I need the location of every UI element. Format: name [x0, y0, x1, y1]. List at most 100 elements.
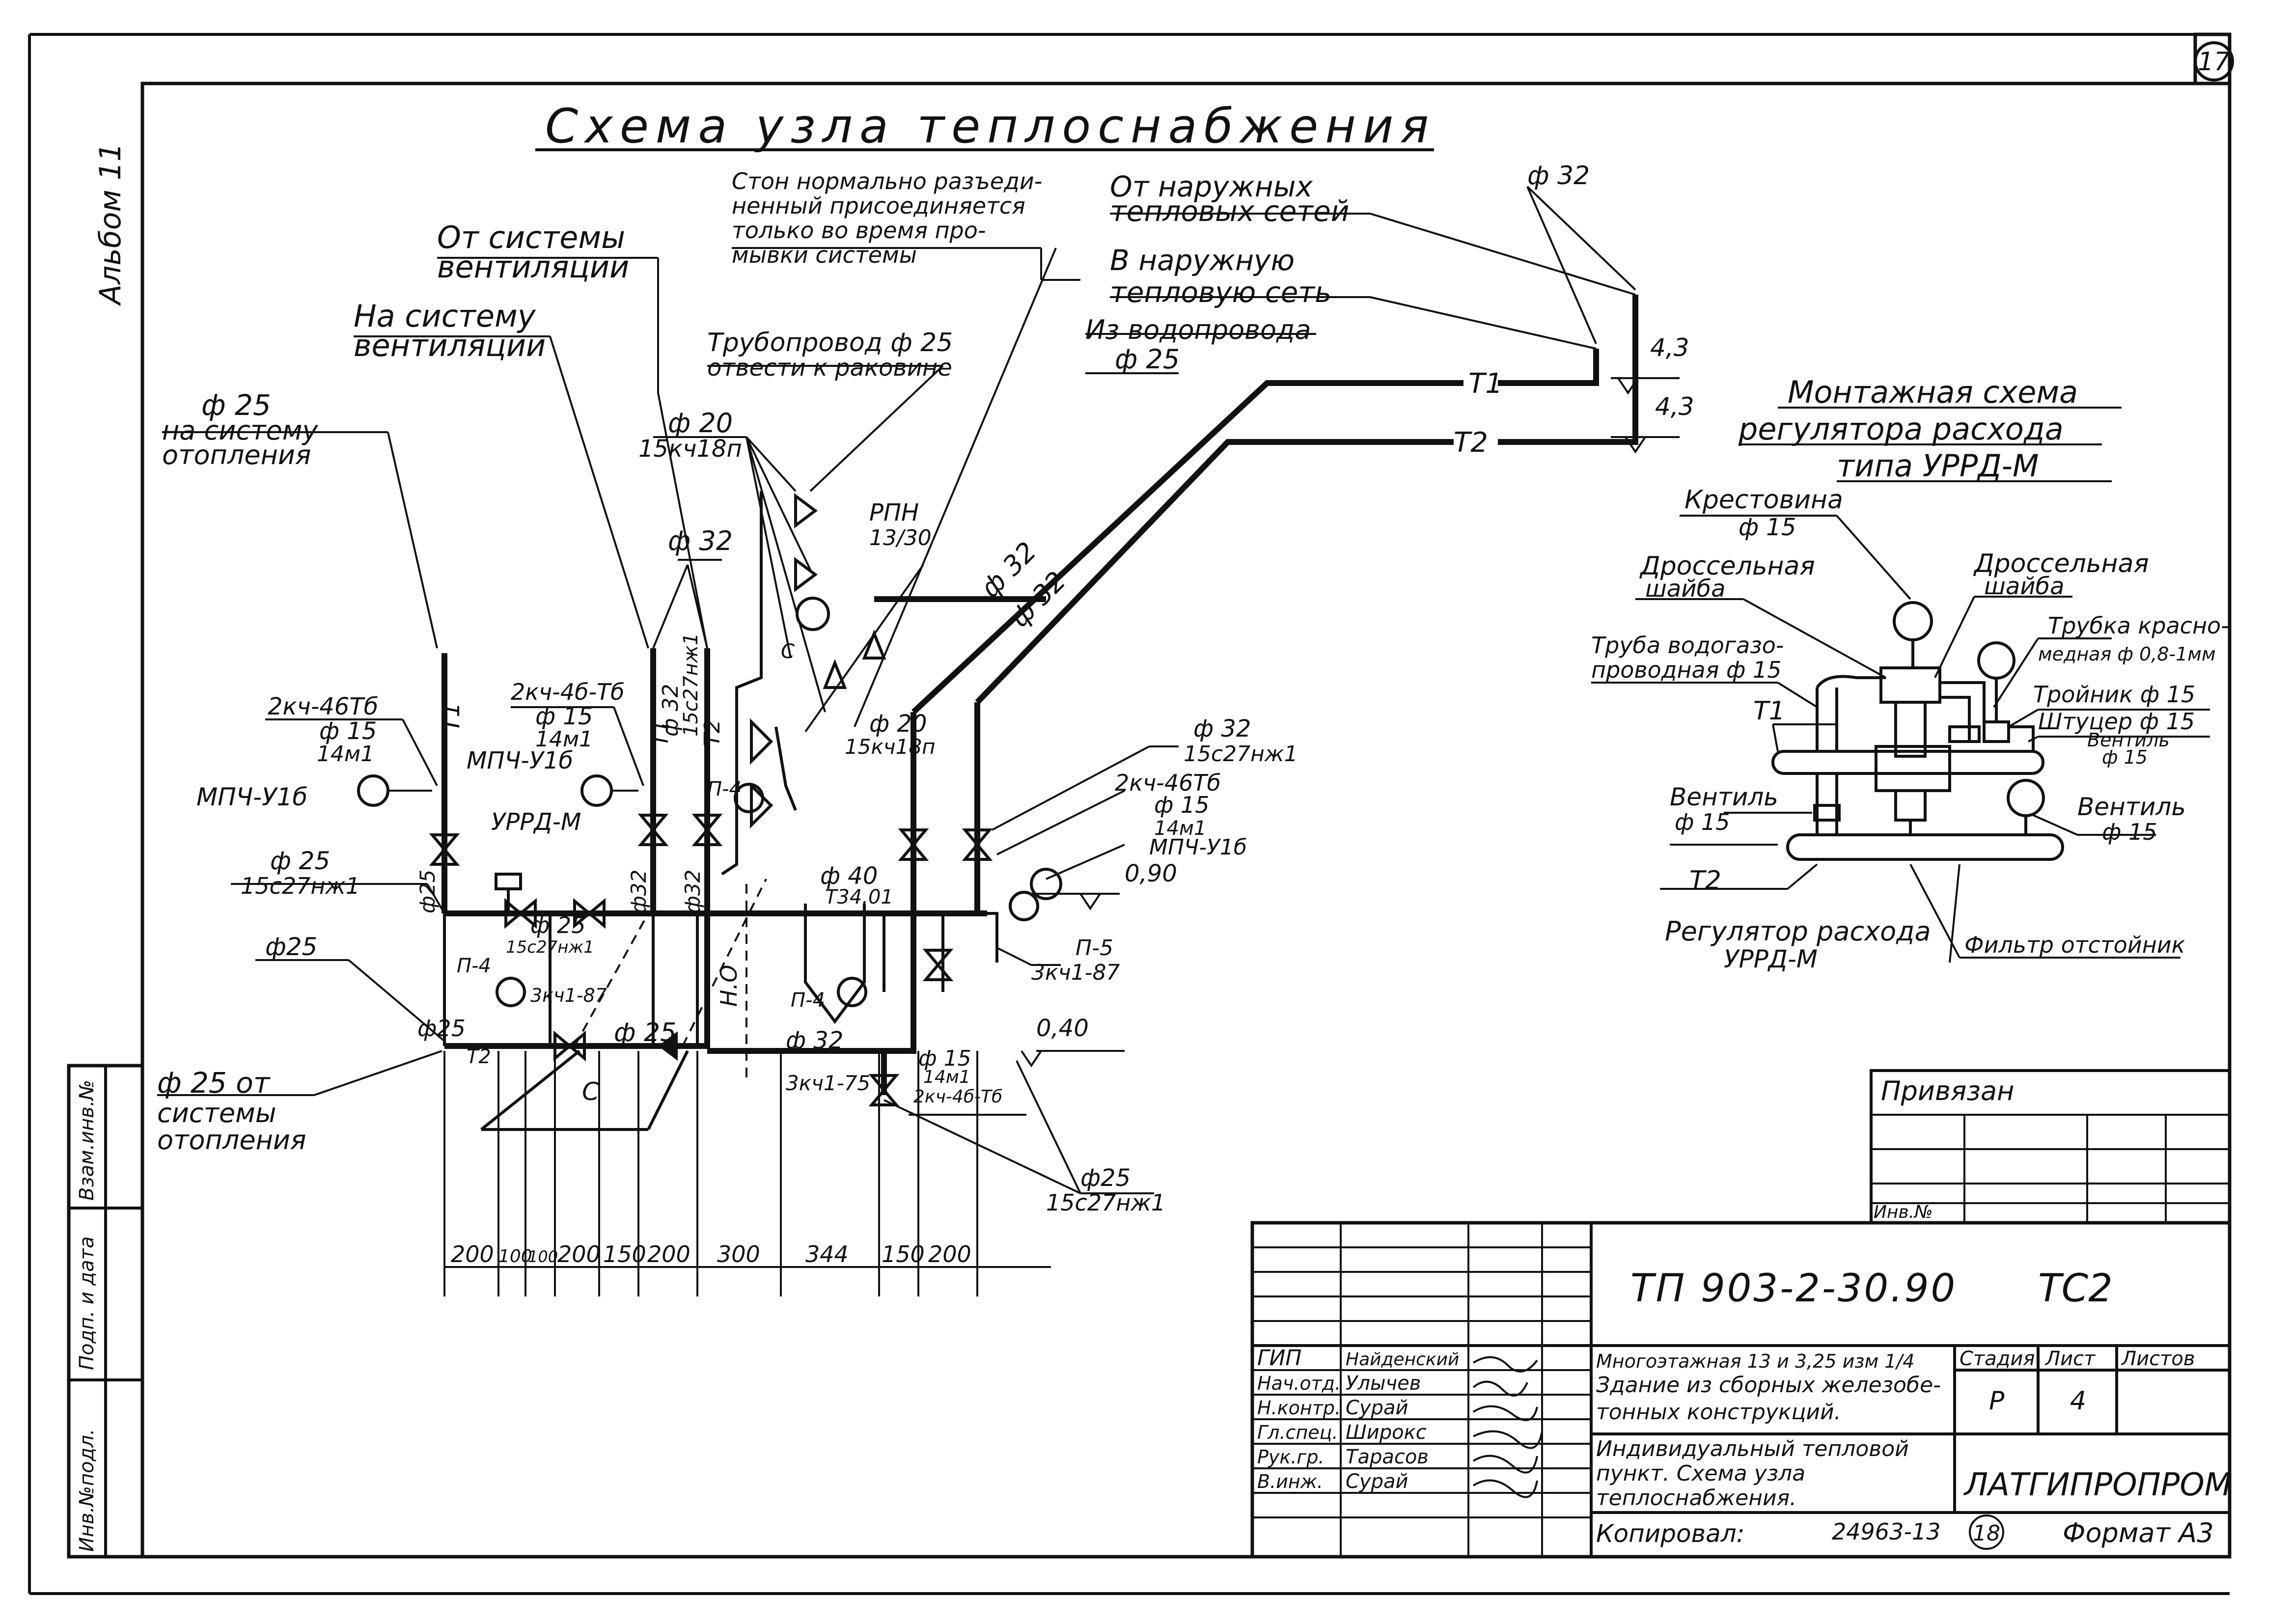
callout-return-2: системы [157, 1098, 276, 1129]
stamp-mark: ТС2 [2038, 1266, 2113, 1311]
label-d25-r: ф25 [1080, 1164, 1131, 1192]
label-m14-3: 14м1 [1154, 817, 1207, 840]
mount-valve-r-1: Вентиль [2077, 793, 2186, 821]
label-valve-a: 15кч18п [638, 435, 742, 463]
label-t2-mid: Т2 [700, 719, 725, 746]
stamp-role: Рук.гр. [1257, 1446, 1325, 1468]
side-col-replace: Взам.инв.№ [76, 1080, 98, 1201]
stamp-format: Формат А3 [2063, 1517, 2214, 1548]
bound-title: Привязан [1881, 1075, 2014, 1106]
stamp-title-1: Индивидуальный тепловой [1596, 1436, 1909, 1461]
mount-cross-1: Крестовина [1684, 485, 1843, 515]
callout-to-vent-2: вентиляции [354, 328, 546, 363]
dim-value: 200 [451, 1241, 494, 1267]
mount-fitting: Штуцер ф 15 [2038, 708, 2195, 735]
label-k2-bot: 2кч-4б-Тб [913, 1087, 1002, 1107]
stamp-role: В.инж. [1257, 1471, 1323, 1492]
stamp-org: ЛАТГИПРОПРОМ [1963, 1467, 2232, 1503]
signature-mark [1472, 1356, 1538, 1373]
label-d25-left: ф25 [265, 933, 317, 961]
label-d15-3: ф 15 [1154, 792, 1209, 818]
label-d20-b: ф 20 [869, 710, 927, 738]
stamp-role: Нач.отд. [1257, 1373, 1341, 1394]
label-m14-1: 14м1 [317, 742, 374, 767]
label-d25-reg: ф 25 [530, 912, 585, 938]
leader-lines [157, 186, 1636, 1194]
dim-value: 344 [805, 1241, 849, 1267]
main-scheme-gauges [357, 774, 1062, 1007]
label-mpc-2: МПЧ-У1б [467, 747, 573, 774]
mount-gas-pipe-2: проводная ф 15 [1591, 657, 1782, 683]
stamp-name: Широкс [1346, 1421, 1427, 1444]
label-level-090: 0,90 [1125, 860, 1177, 887]
label-t1-mid: Т1 [648, 719, 673, 746]
label-d15-1: ф 15 [319, 717, 377, 745]
page-number-badge: 17 [2194, 41, 2234, 82]
stamp-role: Гл.спец. [1257, 1422, 1338, 1443]
mount-cross-2: ф 15 [1739, 514, 1796, 541]
label-t1: Т1 [1468, 368, 1503, 400]
signature-mark [1472, 1380, 1528, 1397]
signature-mark [1472, 1455, 1538, 1474]
callout-heat-supply-3: отопления [162, 440, 311, 470]
mount-t2: Т2 [1689, 866, 1721, 895]
callout-from-vent-1: От системы [437, 220, 625, 255]
stamp-copied: Копировал: [1596, 1519, 1745, 1548]
label-valve-d: 15с27нж1 [680, 633, 702, 737]
label-t34: Т34.01 [825, 886, 893, 908]
mount-throttle-l-2: шайба [1645, 575, 1726, 603]
album-label: Альбом 11 [93, 143, 128, 306]
callout-from-vent-2: вентиляции [437, 249, 629, 285]
label-t1-left: Т1 [438, 702, 465, 732]
dimension-values: 200 100 100 200 150 200 300 344 150 200 [451, 1241, 971, 1267]
side-col-inv: Инв.№подл. [76, 1429, 98, 1552]
main-scheme-callouts: От системы вентиляции На систему вентиля… [157, 168, 1349, 1156]
stamp-project-3: тонных конструкций. [1596, 1400, 1841, 1425]
stamp-sheet-no: 4 [2070, 1386, 2086, 1416]
label-valve-reg: 15с27нж1 [506, 937, 594, 957]
mount-valve-l-2: ф 15 [1675, 809, 1730, 835]
label-d32-bot: ф 32 [786, 1027, 843, 1054]
bound-box: Привязан Инв.№ [1870, 1069, 2231, 1224]
signature-mark [1472, 1405, 1538, 1421]
label-level-1: 4,3 [1650, 333, 1689, 362]
label-t2-left: Т2 [467, 1046, 491, 1068]
stamp-archive: 24963-13 [1832, 1518, 1940, 1545]
label-m14-2: 14м1 [535, 727, 593, 752]
dim-value: 100 [498, 1246, 532, 1266]
dim-value: 100 [528, 1247, 558, 1266]
callout-to-vent-1: На систему [354, 298, 536, 334]
label-d25-t2: ф25 [417, 1015, 466, 1042]
signature-mark [1472, 1479, 1538, 1498]
stamp-role: Н.контр. [1257, 1397, 1341, 1419]
mount-title-3: типа УРРД-М [1837, 448, 2039, 484]
label-d32-e: ф 32 [1193, 715, 1251, 743]
stamp-circle [1969, 1514, 2004, 1550]
label-m14-bot: 14м1 [923, 1067, 970, 1087]
label-p4-b: П-4 [707, 778, 742, 800]
label-d32-top: ф 32 [1527, 161, 1590, 191]
label-k3-75: 3кч1-75 [786, 1071, 870, 1095]
label-c2: С [582, 1077, 599, 1106]
label-valve-k2-2: 2кч-4б-Тб [511, 679, 625, 705]
callout-flush-1: Стон нормально разъеди- [732, 168, 1042, 194]
stamp-name: Тарасов [1346, 1446, 1429, 1468]
callout-from-water-1: Из водопровода [1085, 314, 1311, 345]
dim-value: 200 [928, 1241, 971, 1267]
dim-value: 300 [717, 1241, 760, 1267]
mount-valve-top-2: ф 15 [2102, 746, 2148, 768]
label-urrd: УРРД-М [491, 808, 581, 836]
mount-throttle-l-1: Дроссельная [1639, 551, 1815, 581]
label-d32-a: ф 32 [668, 525, 733, 556]
callout-drain-2: отвести к раковине [707, 354, 952, 382]
mount-valve-l-1: Вентиль [1670, 783, 1778, 811]
sheet-frame [28, 32, 2232, 1595]
main-scheme-valves [429, 493, 993, 1106]
mount-t1: Т1 [1753, 696, 1785, 726]
stamp-name: Найденский [1346, 1349, 1459, 1370]
label-valve-b: 15кч18п [845, 735, 936, 759]
stamp-name: Улычев [1346, 1372, 1421, 1395]
label-t2: Т2 [1454, 427, 1488, 459]
callout-return-1: ф 25 от [157, 1066, 271, 1100]
